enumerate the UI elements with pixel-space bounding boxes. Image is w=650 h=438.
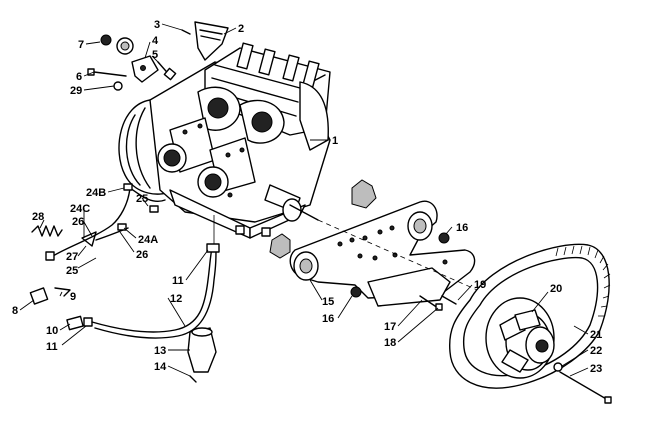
callout-19: 19 (474, 279, 486, 291)
callout-11-top: 11 (172, 275, 184, 287)
callout-8: 8 (12, 305, 18, 317)
callout-25-top: 25 (136, 193, 148, 205)
callout-22: 22 (590, 345, 602, 357)
engine-mount-bracket (269, 179, 501, 311)
leader-lines (19, 23, 589, 377)
callout-16-right: 16 (456, 222, 468, 234)
callout-25-bottom: 25 (66, 265, 78, 277)
callout-24B: 24B (86, 187, 106, 199)
callout-28: 28 (32, 211, 44, 223)
callout-15: 15 (322, 296, 334, 308)
callout-10: 10 (46, 325, 58, 337)
fuel-line-group (29, 215, 220, 383)
callout-29: 29 (70, 85, 82, 97)
callout-3: 3 (154, 19, 160, 31)
callout-2: 2 (238, 23, 244, 35)
callout-18: 18 (384, 337, 396, 349)
callout-16-left: 16 (322, 313, 334, 325)
callout-14: 14 (154, 361, 167, 373)
oil-pump-group (87, 21, 229, 91)
callout-20: 20 (550, 283, 562, 295)
callout-6: 6 (76, 71, 82, 83)
callout-4: 4 (152, 35, 159, 47)
callout-17: 17 (384, 321, 396, 333)
callout-27: 27 (66, 251, 78, 263)
callout-1: 1 (332, 135, 338, 147)
callout-13: 13 (154, 345, 166, 357)
drive-clutch-and-belt (448, 243, 612, 404)
cylinder-housing (299, 81, 329, 151)
callout-24A: 24A (138, 234, 158, 246)
callout-24C: 24C (70, 203, 90, 215)
callout-5: 5 (152, 49, 158, 61)
callout-9: 9 (70, 291, 76, 303)
callout-11-bottom: 11 (46, 341, 58, 353)
callout-26-right: 26 (136, 249, 148, 261)
oil-injection-lines (31, 183, 166, 261)
callout-21: 21 (590, 329, 602, 341)
callout-23: 23 (590, 363, 602, 375)
callout-26-left: 26 (72, 216, 84, 228)
callout-7: 7 (78, 39, 84, 51)
engine-assembly (118, 42, 331, 239)
callout-12: 12 (170, 293, 182, 305)
callout-labels: 1 2 3 4 5 6 7 8 9 10 11 11 12 13 14 15 1… (12, 19, 602, 375)
